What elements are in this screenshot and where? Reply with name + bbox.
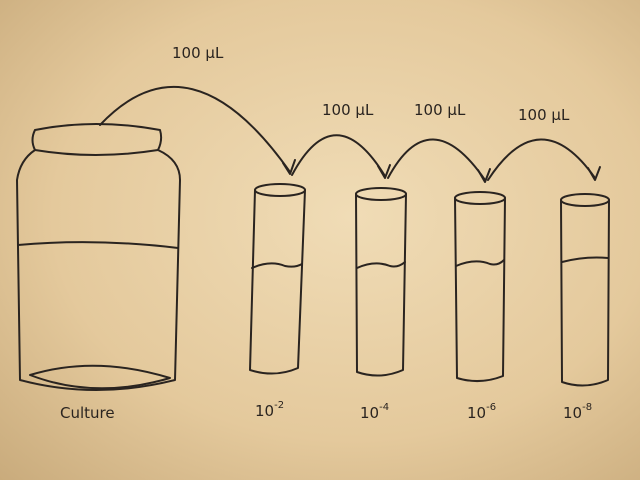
arrow-culture-to-tube1 bbox=[99, 85, 291, 173]
transfer-label-4: 100 µL bbox=[518, 106, 570, 124]
arrow-tube1-to-tube2 bbox=[291, 134, 386, 177]
tube-1-label: 10-2 bbox=[255, 400, 284, 420]
tube-4-label: 10-8 bbox=[563, 402, 592, 422]
culture-jar bbox=[16, 123, 181, 391]
arrow-tube2-to-tube3 bbox=[387, 138, 486, 181]
tube-3-label: 10-6 bbox=[467, 402, 496, 422]
transfer-label-2: 100 µL bbox=[322, 101, 374, 119]
tube-4 bbox=[560, 193, 610, 387]
arrow-tube3-to-tube4 bbox=[487, 138, 596, 181]
tube-2 bbox=[355, 187, 407, 377]
transfer-label-1: 100 µL bbox=[172, 44, 224, 62]
tube-2-label: 10-4 bbox=[360, 402, 389, 422]
tube-1 bbox=[249, 183, 306, 375]
transfer-arrows bbox=[99, 85, 601, 183]
tube-3 bbox=[454, 191, 506, 382]
culture-label: Culture bbox=[60, 404, 115, 422]
transfer-label-3: 100 µL bbox=[414, 101, 466, 119]
